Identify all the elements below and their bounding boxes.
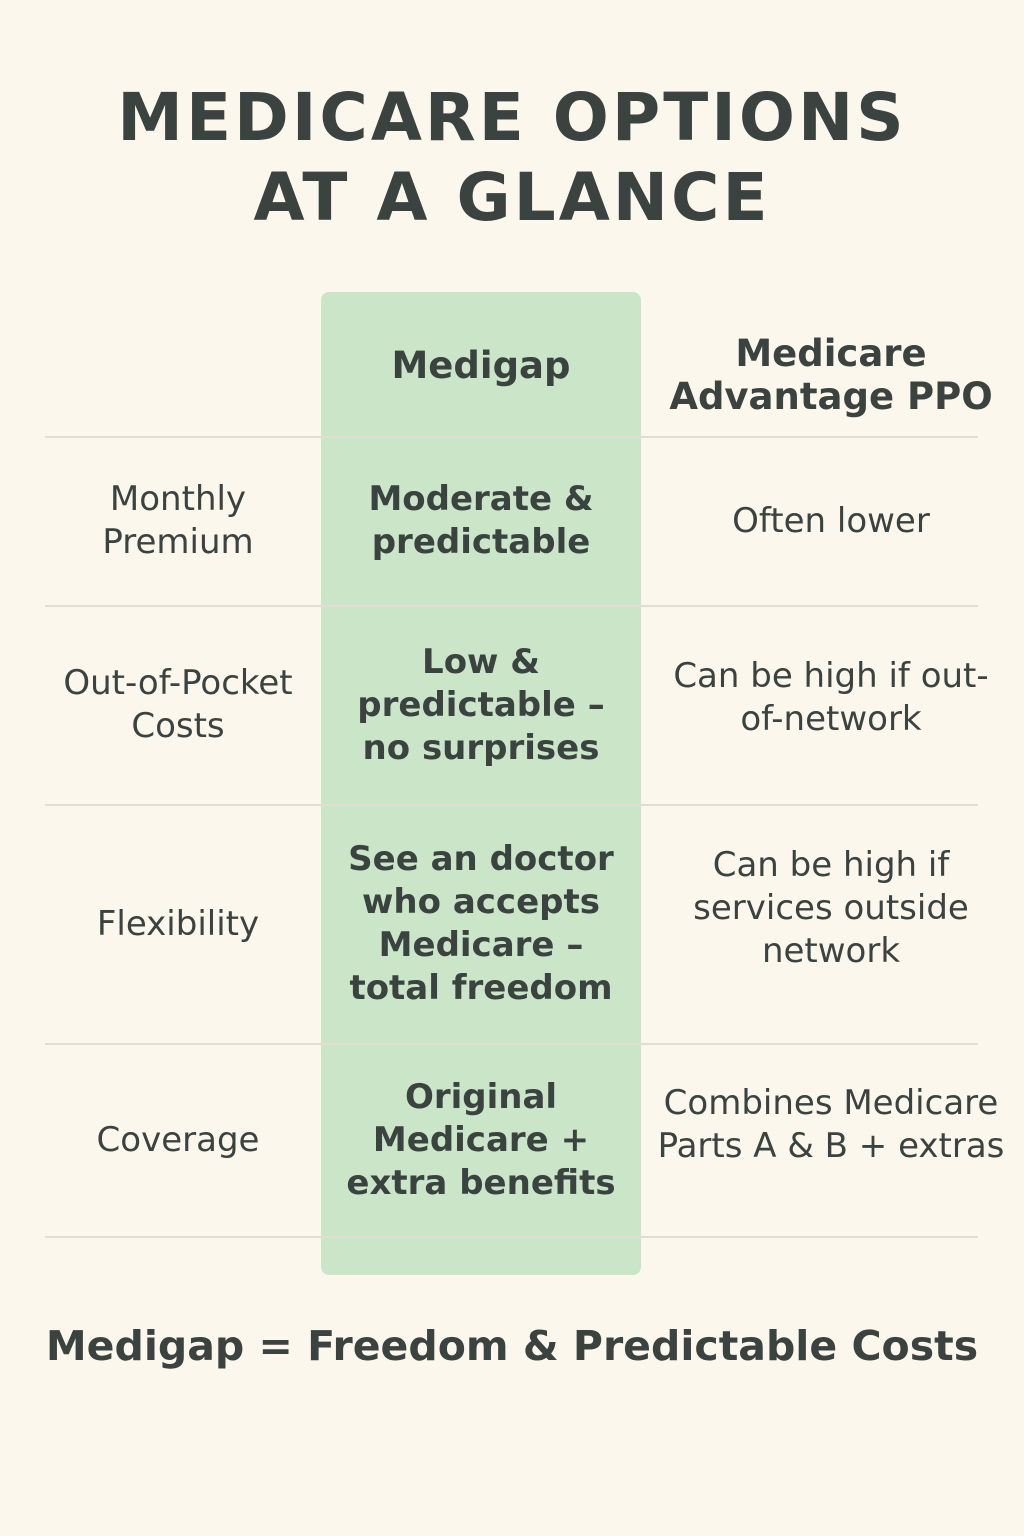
title-line-1: MEDICARE OPTIONS — [117, 79, 907, 156]
row-label-out-of-pocket: Out-of-Pocket Costs — [63, 663, 293, 746]
title-line-2: AT A GLANCE — [253, 159, 771, 236]
advantage-coverage: Combines Medicare Parts A & B + extras — [657, 1083, 1005, 1166]
row-divider — [45, 1236, 978, 1238]
medigap-highlight-column — [321, 292, 641, 1275]
medigap-coverage: Original Medicare + extra benefits — [346, 1076, 616, 1203]
row-label-monthly-premium: Monthly Premium — [102, 479, 254, 562]
advantage-out-of-pocket: Can be high if out-of-network — [673, 656, 989, 739]
medigap-monthly-premium: Moderate & predictable — [368, 479, 594, 562]
medigap-flexibility: See an doctor who accepts Medicare – tot… — [348, 839, 614, 1008]
page-title: MEDICARE OPTIONS AT A GLANCE — [0, 78, 1024, 238]
advantage-monthly-premium: Often lower — [732, 500, 930, 541]
footer-summary: Medigap = Freedom & Predictable Costs — [45, 1322, 979, 1370]
row-label-coverage: Coverage — [96, 1119, 260, 1160]
row-divider — [45, 1043, 978, 1045]
row-label-flexibility: Flexibility — [96, 903, 260, 944]
row-divider — [45, 605, 978, 607]
row-divider — [45, 804, 978, 806]
advantage-flexibility: Can be high if services outside network — [693, 844, 969, 971]
column-header-medigap: Medigap — [391, 343, 571, 387]
column-header-advantage: Medicare Advantage PPO — [669, 332, 993, 418]
medigap-out-of-pocket: Low & predictable – no surprises — [357, 641, 605, 768]
row-divider — [45, 436, 978, 438]
